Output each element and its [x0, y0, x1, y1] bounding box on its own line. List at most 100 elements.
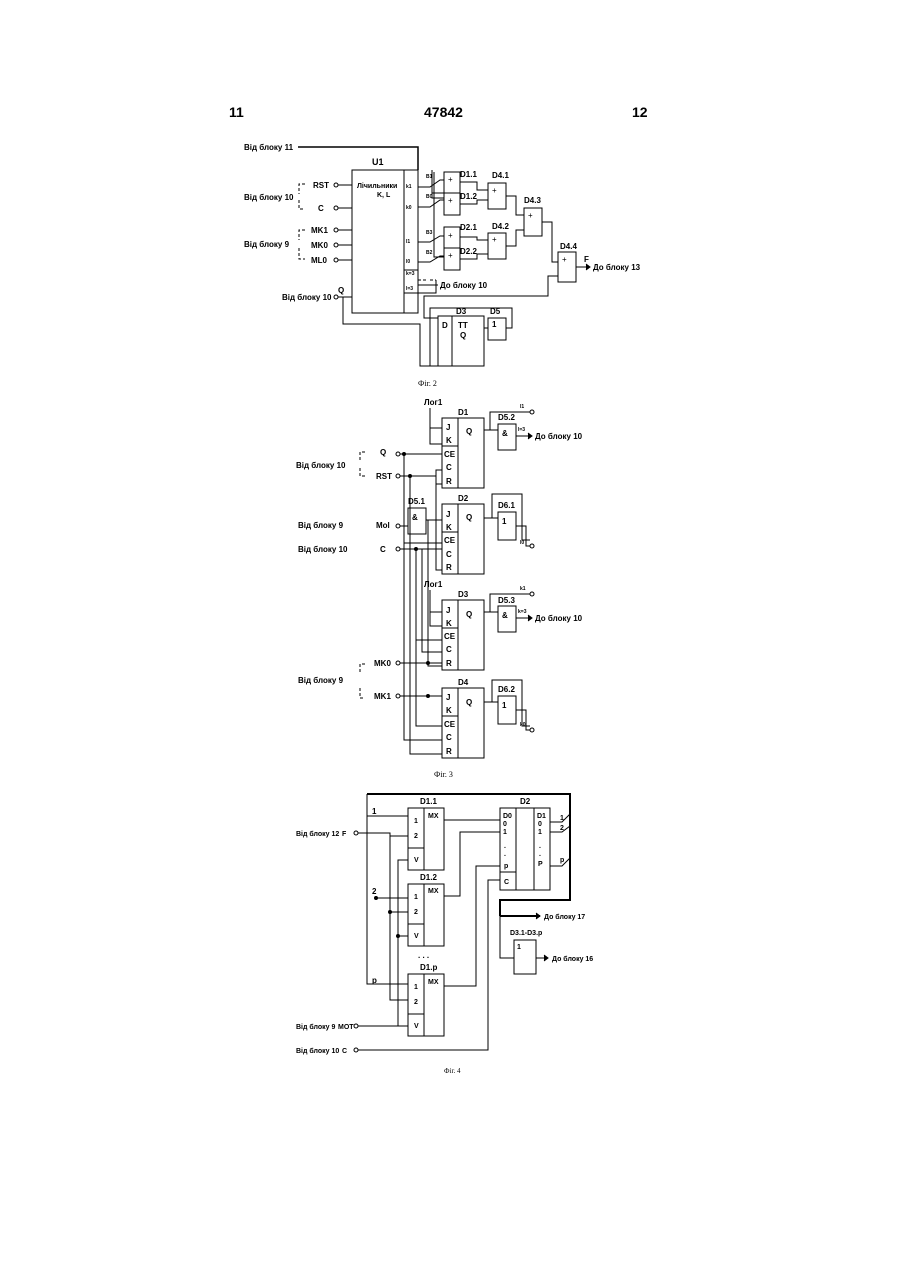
fig4-caption: Фіг. 4	[444, 1067, 461, 1075]
fig3-d3-label: D3	[458, 590, 469, 599]
fig2-u1-text2: K, L	[377, 192, 391, 199]
fig3-d1-j: J	[446, 423, 450, 432]
fig2-xor-d22: +	[448, 251, 453, 260]
fig2-from-block-11: Від блоку 11	[244, 143, 294, 152]
figure-2: Від блоку 11 Від блоку 10 RST C Від блок…	[244, 143, 641, 388]
fig3-or-d61	[498, 512, 516, 540]
fig2-d43-gate	[524, 208, 542, 236]
fig3-d2-k: K	[446, 523, 452, 532]
fig2-d44-label: D4.4	[560, 242, 577, 251]
fig3-d2-c: C	[446, 550, 452, 559]
fig3-in-q: Q	[380, 448, 386, 457]
fig3-or-d62	[498, 696, 516, 724]
fig2-mk0-label: MK0	[311, 241, 328, 250]
fig4-to-block-16: До блоку 16	[552, 955, 593, 963]
fig4-d12-label: D1.2	[420, 873, 437, 882]
fig4-out-p: p	[560, 857, 564, 864]
fig4-out-1: 1	[560, 815, 564, 822]
fig2-d5-in: 1	[492, 320, 497, 329]
fig3-out-l3: l=3	[518, 427, 525, 433]
fig3-d4-j: J	[446, 693, 450, 702]
fig4-to-block-17: До блоку 17	[544, 913, 585, 921]
figure-3: D1 Лог1 J K CE C R Q l1 Від блоку 10 Q R…	[296, 398, 583, 779]
fig3-d61-one: 1	[502, 517, 507, 526]
fig4-in-c: C	[342, 1048, 347, 1055]
fig2-c-label: C	[318, 204, 324, 213]
fig3-d4-q: Q	[466, 698, 472, 707]
fig2-d22-label: D2.2	[460, 247, 477, 256]
fig2-xor-d11: +	[448, 175, 453, 184]
fig2-d42-gate	[488, 233, 506, 259]
fig2-from-block-10-b: Від блоку 10	[282, 293, 332, 302]
fig4-from-block-10: Від блоку 10	[296, 1047, 339, 1055]
fig4-d1p-in1: 1	[414, 984, 418, 991]
fig2-b2: B2	[426, 250, 433, 256]
fig3-d2-q: Q	[466, 513, 472, 522]
fig4-d1p-v: V	[414, 1023, 419, 1030]
fig3-d1-r: R	[446, 477, 452, 486]
fig2-q-label: Q	[338, 286, 344, 295]
fig4-bus-2: 2	[372, 887, 377, 896]
fig4-d2-dot1: .	[504, 843, 506, 850]
fig4-d11-v: V	[414, 857, 419, 864]
fig3-d1-k: K	[446, 436, 452, 445]
fig2-mk1-label: MK1	[311, 226, 328, 235]
fig4-d2-dot2: .	[504, 851, 506, 858]
fig4-d2-odot1: .	[539, 843, 541, 850]
fig3-out-l0: l0	[520, 540, 524, 546]
fig3-d3-r: R	[446, 659, 452, 668]
fig4-d2-d0: D0	[503, 813, 512, 820]
fig4-d2-in0: 0	[503, 821, 507, 828]
fig2-d11-label: D1.1	[460, 170, 477, 179]
fig3-d4-r: R	[446, 747, 452, 756]
fig3-d1-c: C	[446, 463, 452, 472]
figure-4: 1 2 p D1.1 MX 1 2 V D1.2 MX 1 2 V . . . …	[296, 794, 593, 1075]
fig4-d11-mx: MX	[428, 813, 439, 820]
fig2-u1-k0: k0	[406, 205, 412, 211]
fig3-out-k1: k1	[520, 586, 526, 592]
fig3-from-block-9-a: Від блоку 9	[298, 521, 344, 530]
fig4-d2-in1: 1	[503, 829, 507, 836]
fig2-u1-k1: k1	[406, 184, 412, 190]
fig2-xor-d43: +	[528, 211, 533, 220]
fig4-out-2: 2	[560, 825, 564, 832]
fig3-d61-label: D6.1	[498, 501, 515, 510]
fig2-f-label: F	[584, 255, 589, 264]
fig3-d51-and: &	[412, 513, 418, 522]
fig3-in-c: C	[380, 545, 386, 554]
fig2-d43-label: D4.3	[524, 196, 541, 205]
fig4-d12-v: V	[414, 933, 419, 940]
fig2-u1-l0: l0	[406, 259, 410, 265]
fig3-to-block-10-a: До блоку 10	[535, 432, 583, 441]
fig4-from-block-9: Від блоку 9	[296, 1023, 336, 1031]
fig4-d12-in2: 2	[414, 909, 418, 916]
fig2-d5-gate	[488, 318, 506, 340]
fig4-bus-1: 1	[372, 807, 377, 816]
fig3-d4-k: K	[446, 706, 452, 715]
fig2-xor-d12: +	[448, 196, 453, 205]
fig2-xor-d21: +	[448, 231, 453, 240]
fig3-in-rst: RST	[376, 472, 392, 481]
fig3-d52-and: &	[502, 429, 508, 438]
fig2-d42-label: D4.2	[492, 222, 509, 231]
fig4-d1p-mx: MX	[428, 979, 439, 986]
fig2-d12-label: D1.2	[460, 192, 477, 201]
fig3-d53-label: D5.3	[498, 596, 515, 605]
fig3-d2-label: D2	[458, 494, 469, 503]
fig4-in-f: F	[342, 831, 347, 838]
fig2-u1-text1: Лічильники	[357, 182, 397, 190]
fig2-d21-label: D2.1	[460, 223, 477, 232]
fig2-d41-label: D4.1	[492, 171, 509, 180]
fig3-d51-label: D5.1	[408, 497, 425, 506]
fig3-out-k0: k0	[520, 722, 526, 728]
fig2-b0: B0	[426, 194, 433, 200]
fig2-u1-l3: l=3	[406, 286, 413, 292]
fig3-d3-q: Q	[466, 610, 472, 619]
fig2-rst-label: RST	[313, 181, 329, 190]
fig2-xor-d44: +	[562, 255, 567, 264]
fig3-d3-c: C	[446, 645, 452, 654]
fig2-d3-q: Q	[460, 331, 466, 340]
fig3-d2-j: J	[446, 510, 450, 519]
fig2-from-block-9: Від блоку 9	[244, 240, 290, 249]
